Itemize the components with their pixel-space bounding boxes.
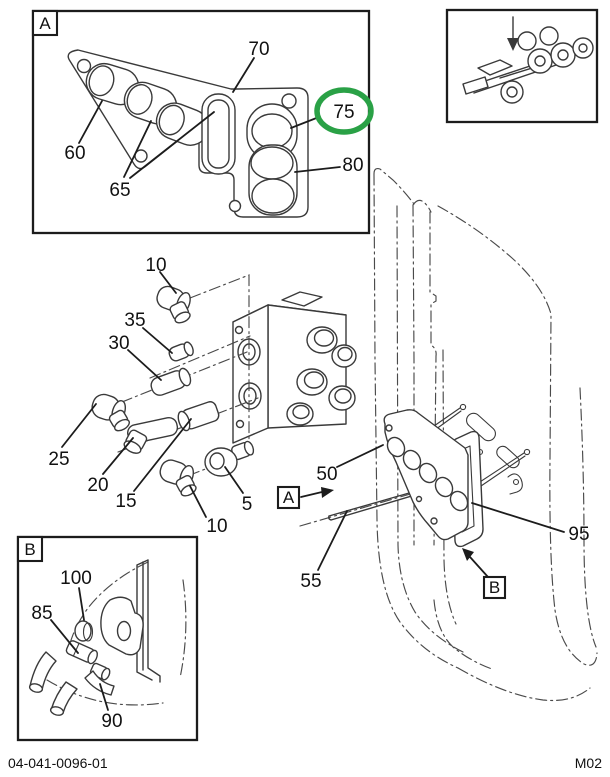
inset-a-label-box: [31, 9, 59, 37]
leader-25: [61, 403, 97, 448]
inset-a-label: A: [39, 14, 51, 33]
leader-10-top: [159, 271, 177, 294]
mounting-plate-50: [383, 409, 469, 541]
leader-70: [232, 57, 255, 93]
gasket-view: [67, 49, 309, 218]
inset-b-border: [16, 535, 199, 742]
callout-35: 35: [124, 310, 145, 331]
truck-chassis-icon: [462, 16, 594, 104]
truck-locator-box: [445, 8, 599, 124]
callout-100: 100: [60, 568, 92, 589]
leader-100: [78, 587, 85, 621]
callout-15: 15: [115, 491, 136, 512]
leader-5: [224, 466, 244, 494]
ref-b-label: B: [489, 578, 500, 597]
callout-80: 80: [342, 155, 363, 176]
leader-50: [336, 444, 384, 468]
fitting-15: [177, 401, 220, 432]
inset-a: A: [31, 9, 374, 235]
footer-part-number: 04-041-0096-01: [8, 755, 108, 771]
hose-view: [28, 559, 187, 716]
callout-10-bottom: 10: [206, 516, 227, 537]
leader-95: [471, 502, 565, 533]
ref-b-box: [482, 575, 507, 600]
leader-65a: [123, 120, 152, 178]
valve-block: [232, 291, 357, 444]
footer-page-code: M02: [575, 755, 602, 771]
callout-30: 30: [108, 333, 129, 354]
ref-a-arrow: [300, 491, 323, 498]
leader-85: [50, 619, 79, 654]
inset-b-label: B: [24, 540, 35, 559]
leader-80: [294, 166, 341, 173]
fitting-elbow-25: [91, 393, 130, 432]
leader-75: [290, 116, 320, 129]
callout-65: 65: [109, 180, 130, 201]
inset-b-label-box: [16, 535, 44, 563]
view-ref-a: A: [276, 485, 334, 510]
fitting-35: [168, 341, 194, 362]
callout-70: 70: [248, 39, 269, 60]
ref-a-arrowhead: [321, 487, 334, 498]
leader-60: [78, 100, 103, 144]
callout-5: 5: [242, 494, 253, 515]
fitting-nut-5: [204, 440, 255, 477]
leader-65b: [129, 111, 215, 179]
leader-20: [102, 437, 134, 475]
ref-a-box: [276, 485, 301, 510]
install-view: 50 55 95 A B: [276, 167, 598, 702]
callout-50: 50: [316, 464, 337, 485]
callout-95: 95: [568, 524, 589, 545]
leader-10-bottom: [189, 485, 207, 518]
leader-35: [142, 327, 173, 354]
callout-55: 55: [300, 571, 321, 592]
fitting-elbow-10-bottom: [159, 459, 197, 497]
callout-60: 60: [64, 143, 85, 164]
fitting-30: [150, 367, 192, 396]
fitting-tube-20: [123, 416, 179, 454]
callout-75: 75: [333, 102, 354, 123]
highlight-ellipse: [314, 87, 374, 135]
callout-85: 85: [31, 603, 52, 624]
ref-a-label: A: [283, 488, 295, 507]
ref-b-arrow: [469, 556, 489, 578]
callout-20: 20: [87, 475, 108, 496]
fitting-elbow-10-top: [156, 285, 191, 324]
inset-b: B: [16, 535, 199, 742]
exploded-view: 10 35 30 25 20 15 5 10: [48, 255, 357, 537]
callout-10-top: 10: [145, 255, 166, 276]
leader-30: [127, 349, 162, 381]
callout-25: 25: [48, 449, 69, 470]
leader-15: [133, 418, 192, 492]
locator-border: [445, 8, 599, 124]
view-ref-b: B: [462, 548, 507, 600]
ref-b-arrowhead: [462, 548, 474, 561]
leader-90: [99, 683, 109, 711]
leader-55: [317, 510, 348, 571]
callout-90: 90: [101, 711, 122, 732]
